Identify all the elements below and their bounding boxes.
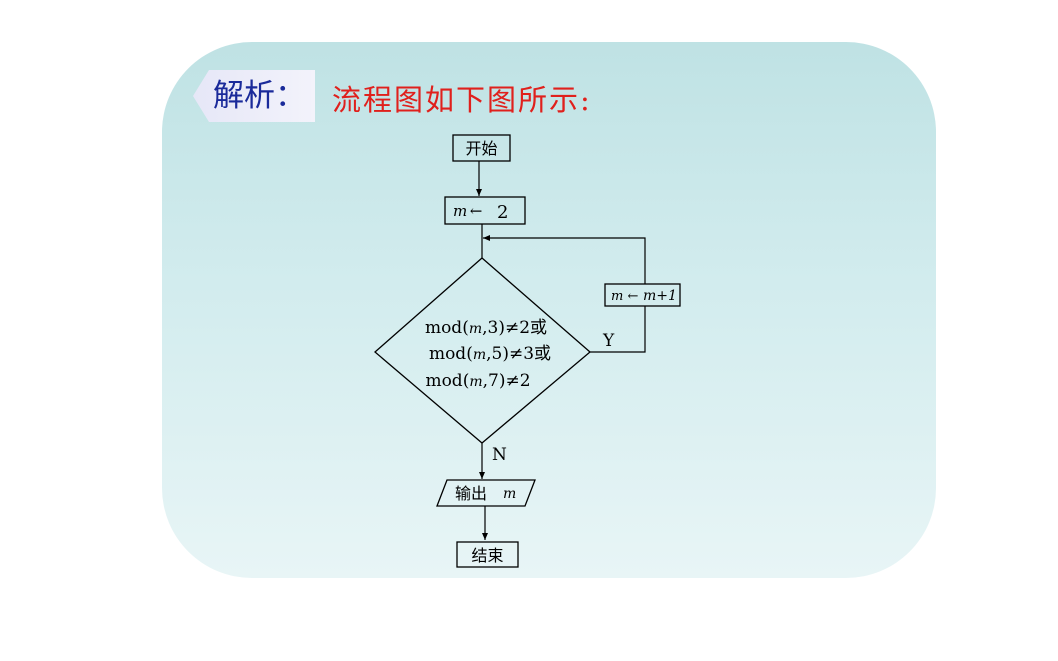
condition-line-3: mod(m,7)≠2	[425, 371, 530, 391]
end-node: 结束	[456, 541, 519, 568]
init-arrow: ←	[470, 202, 483, 220]
increment-node: m ← m+1	[604, 283, 681, 307]
no-label: N	[492, 445, 507, 465]
start-label: 开始	[465, 139, 497, 158]
output-label: 输出	[455, 484, 487, 503]
analysis-label: 解析：	[213, 78, 306, 114]
increment-arrow: ←	[628, 289, 639, 304]
start-node: 开始	[452, 134, 511, 162]
output-node: 输出 m	[436, 479, 536, 507]
increment-expr: m+1	[643, 288, 677, 304]
increment-var: m	[611, 289, 623, 304]
yes-label: Y	[602, 331, 615, 351]
page-title: 流程图如下图所示:	[332, 83, 592, 117]
init-value: 2	[497, 202, 508, 223]
analysis-tag	[193, 70, 315, 122]
init-node: m ← 2	[444, 196, 526, 225]
yes-path	[590, 306, 646, 353]
init-var: m	[453, 202, 467, 220]
output-var: m	[503, 486, 516, 502]
condition-line-1: mod(m,3)≠2或	[425, 318, 547, 338]
end-label: 结束	[471, 546, 503, 565]
content-card	[162, 42, 936, 578]
condition-line-2: mod(m,5)≠3或	[429, 344, 551, 364]
decision-node: mod(m,3)≠2或 mod(m,5)≠3或 mod(m,7)≠2	[374, 257, 591, 444]
arrow-loop-back	[483, 235, 646, 284]
